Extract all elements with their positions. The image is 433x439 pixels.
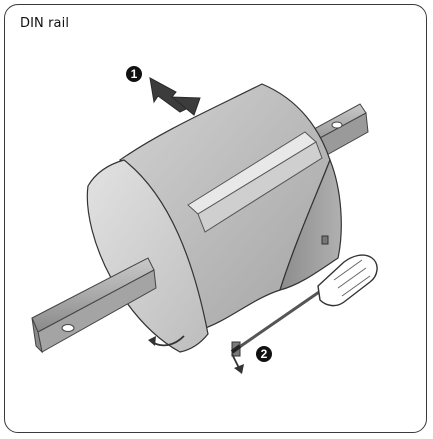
step-label: 2	[261, 347, 268, 361]
rail-hole	[61, 324, 75, 332]
step-badge-1: 1	[126, 66, 142, 82]
device-module	[86, 83, 342, 353]
arrow-down-icon	[149, 77, 201, 116]
step-badge-2: 2	[256, 346, 272, 362]
rotation-arrow-icon	[148, 335, 185, 347]
step-label: 1	[131, 67, 138, 81]
screwdriver-icon	[230, 254, 378, 354]
pull-arrow-icon	[231, 353, 244, 374]
figure-title: DIN rail	[20, 16, 70, 31]
rail-hole	[331, 121, 343, 129]
din-rail-front	[31, 257, 157, 354]
device-knob	[321, 235, 329, 245]
